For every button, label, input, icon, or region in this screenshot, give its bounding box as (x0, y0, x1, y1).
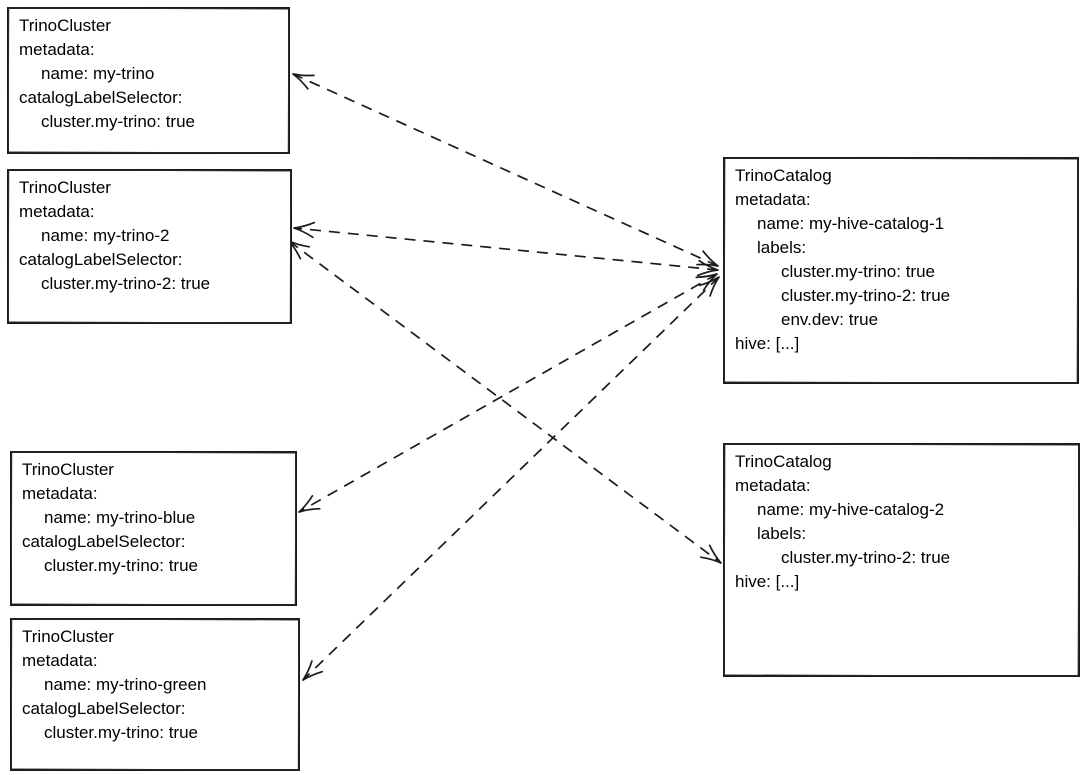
yaml-line: catalogLabelSelector: (22, 699, 186, 718)
arrow-catalog-my-hive-catalog-1--cluster-my-trino-2 (293, 221, 719, 277)
yaml-line: labels: (757, 238, 807, 257)
yaml-line: cluster.my-trino-2: true (781, 548, 951, 567)
yaml-line: name: my-trino-green (44, 675, 207, 694)
yaml-line: cluster.my-trino-2: true (41, 274, 211, 293)
node-trinocluster-my-trino-green: TrinoCluster metadata: name: my-trino-gree… (10, 618, 300, 771)
yaml-line: hive: [...] (735, 572, 800, 591)
yaml-line: labels: (757, 524, 807, 543)
node-trinocluster-my-trino: TrinoCluster metadata: name: my-trino catal… (7, 7, 290, 154)
arrow-catalog-my-hive-catalog-1--cluster-my-trino-green (302, 276, 720, 681)
yaml-line: name: my-hive-catalog-2 (757, 500, 945, 519)
yaml-line: TrinoCatalog (735, 452, 832, 471)
node-trinocatalog-my-hive-catalog-1: TrinoCatalog metadata: name: my-hive-catal… (723, 157, 1079, 384)
yaml-line: name: my-trino-blue (44, 508, 196, 527)
yaml-line: cluster.my-trino: true (44, 723, 198, 742)
yaml-line: TrinoCluster (19, 178, 111, 197)
yaml-line: catalogLabelSelector: (19, 250, 183, 269)
yaml-line: cluster.my-trino-2: true (781, 286, 951, 305)
yaml-line: hive: [...] (735, 334, 800, 353)
yaml-line: metadata: (22, 651, 98, 670)
node-trinocatalog-my-hive-catalog-2: TrinoCatalog metadata: name: my-hive-catal… (723, 443, 1080, 677)
yaml-line: name: my-hive-catalog-1 (757, 214, 945, 233)
yaml-line: TrinoCluster (22, 460, 114, 479)
yaml-line: metadata: (19, 40, 95, 59)
yaml-line: cluster.my-trino: true (781, 262, 935, 281)
yaml-line: catalogLabelSelector: (22, 532, 186, 551)
yaml-line: env.dev: true (781, 310, 879, 329)
yaml-line: metadata: (735, 190, 811, 209)
node-trinocluster-my-trino-2: TrinoCluster metadata: name: my-trino-2 cat… (7, 169, 292, 324)
yaml-line: name: my-trino-2 (41, 226, 170, 245)
yaml-line: metadata: (22, 484, 98, 503)
arrow-cluster-my-trino-2--catalog-my-hive-catalog-2 (288, 240, 722, 564)
yaml-line: TrinoCluster (19, 16, 111, 35)
yaml-line: TrinoCatalog (735, 166, 832, 185)
yaml-line: metadata: (19, 202, 95, 221)
arrow-catalog-my-hive-catalog-1--cluster-my-trino-blue (298, 273, 718, 513)
yaml-line: catalogLabelSelector: (19, 88, 183, 107)
yaml-line: cluster.my-trino: true (44, 556, 198, 575)
yaml-line: name: my-trino (41, 64, 155, 83)
yaml-line: metadata: (735, 476, 811, 495)
yaml-line: TrinoCluster (22, 627, 114, 646)
node-trinocluster-my-trino-blue: TrinoCluster metadata: name: my-trino-blue… (10, 451, 297, 606)
yaml-line: cluster.my-trino: true (41, 112, 195, 131)
arrow-catalog-my-hive-catalog-1--cluster-my-trino (292, 73, 719, 267)
